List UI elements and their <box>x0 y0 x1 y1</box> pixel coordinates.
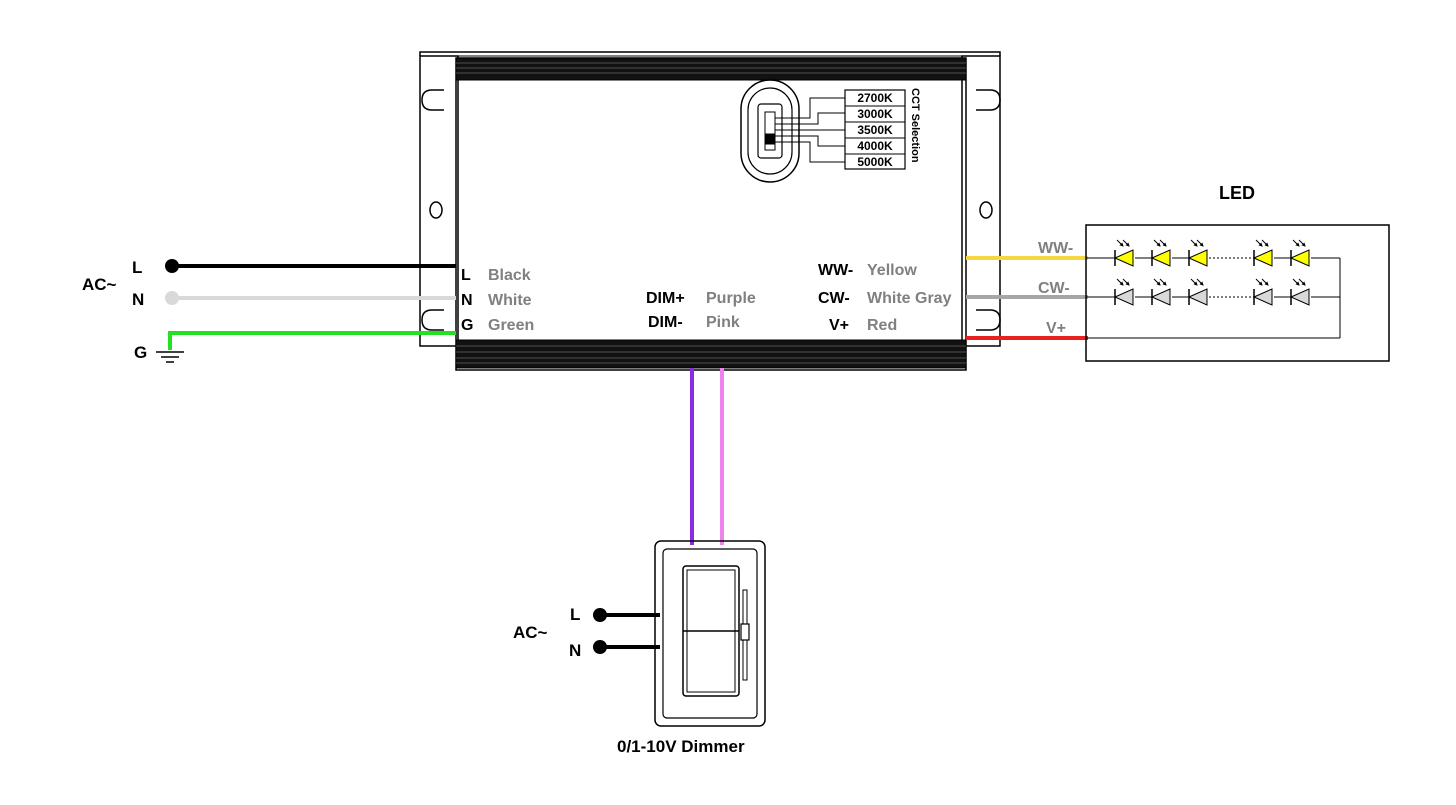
cct-option-5000k: 5000K <box>857 155 893 169</box>
ac-input-l-label: L <box>132 258 142 277</box>
dimmer-n-label: N <box>569 641 581 660</box>
dimmer-ac-wires <box>600 613 660 649</box>
led-output-wires <box>966 256 1088 340</box>
cct-selection-title: CCT Selection <box>909 88 921 163</box>
ac-input-g-label: G <box>134 343 147 362</box>
terminal-code-dim-minus: DIM- <box>648 314 683 331</box>
led-line-label-v-plus: V+ <box>1046 320 1066 337</box>
dimmer-switch[interactable] <box>654 540 766 727</box>
led-ww-3-icon <box>1187 239 1208 267</box>
led-driver <box>419 51 1001 371</box>
wire-g-green <box>168 331 456 350</box>
led-strings <box>1086 257 1341 339</box>
led-line-label-cw: CW- <box>1038 280 1070 297</box>
terminal-color-white-gray: White Gray <box>867 290 952 307</box>
terminal-color-yellow: Yellow <box>867 262 917 279</box>
ground-symbol-icon <box>156 351 184 363</box>
ac-input-wires <box>168 264 456 350</box>
terminal-color-pink: Pink <box>706 314 740 331</box>
cct-option-4000k: 4000K <box>857 139 893 153</box>
ac-input-label: AC~ <box>82 275 117 294</box>
led-ww-4-icon <box>1252 239 1273 267</box>
led-cw-3-icon <box>1187 278 1208 306</box>
led-line-label-ww: WW- <box>1038 240 1073 257</box>
terminal-code-cw: CW- <box>818 290 850 307</box>
terminal-code-dim-plus: DIM+ <box>646 290 685 307</box>
led-cw-4-icon <box>1252 278 1273 306</box>
terminal-color-white: White <box>488 292 532 309</box>
terminal-code-l: L <box>461 267 471 284</box>
led-cw-1-icon <box>1113 278 1134 306</box>
dimmer-n-terminal-dot <box>593 640 607 654</box>
ac-input-n-label: N <box>132 290 144 309</box>
led-ww-1-icon <box>1113 239 1134 267</box>
terminal-color-black: Black <box>488 267 531 284</box>
cw-led-row <box>1113 278 1310 306</box>
cct-option-labels: 2700K 3000K 3500K 4000K 5000K <box>857 91 893 169</box>
ww-led-row <box>1113 239 1310 267</box>
led-ww-5-icon <box>1289 239 1310 267</box>
cct-selector-switch[interactable] <box>740 79 906 183</box>
terminal-code-ww: WW- <box>818 262 853 279</box>
dimmer-l-label: L <box>570 605 580 624</box>
led-ww-2-icon <box>1150 239 1171 267</box>
dimmer-ac-label: AC~ <box>513 623 548 642</box>
led-title: LED <box>1219 183 1255 203</box>
terminal-code-g: G <box>461 317 473 334</box>
ac-l-terminal-dot <box>165 259 179 273</box>
terminal-color-green: Green <box>488 317 534 334</box>
terminal-color-purple: Purple <box>706 290 756 307</box>
led-module-box <box>1085 224 1390 362</box>
cct-option-3000k: 3000K <box>857 107 893 121</box>
ac-n-terminal-dot <box>165 291 179 305</box>
terminal-code-v-plus: V+ <box>829 317 849 334</box>
led-cw-5-icon <box>1289 278 1310 306</box>
dimmer-l-terminal-dot <box>593 608 607 622</box>
cct-option-3500k: 3500K <box>857 123 893 137</box>
cct-option-2700k: 2700K <box>857 91 893 105</box>
terminal-color-red: Red <box>867 317 897 334</box>
terminal-code-n: N <box>461 292 473 309</box>
dimmer-title: 0/1-10V Dimmer <box>617 737 745 756</box>
led-cw-2-icon <box>1150 278 1171 306</box>
